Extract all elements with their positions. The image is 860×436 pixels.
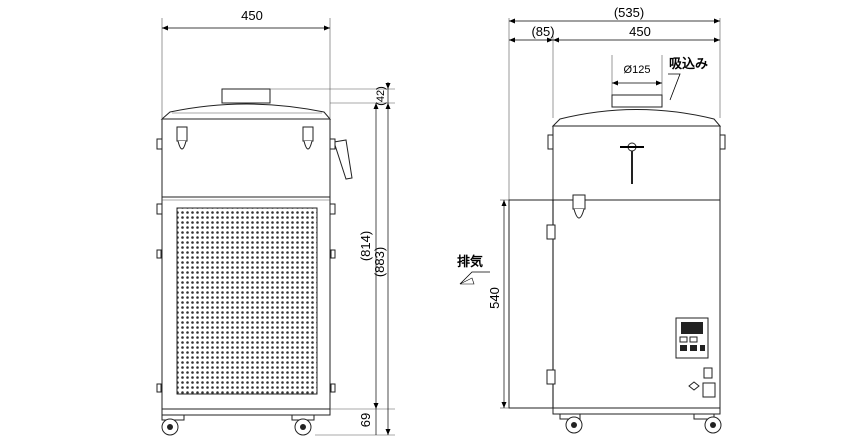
side-upper-body [552,125,721,201]
side-handle [620,142,644,184]
intake-annotation: 吸込み [668,56,708,101]
front-body-height-label: (814) [358,231,373,261]
side-inlet: Ø125 [611,55,663,108]
front-handle-lever [333,139,353,180]
front-width-dimension: 450 [161,8,331,118]
front-caster-left [161,414,185,436]
intake-label: 吸込み [669,56,708,72]
inlet-diameter-label: Ø125 [624,64,651,76]
side-lower-body [508,199,721,409]
side-caster-left [559,413,583,434]
side-view: (535) (85) 450 Ø125 吸込み [457,5,726,434]
front-latch-left [176,126,188,150]
front-upper-body [161,118,331,198]
door-hinge-top [546,224,556,240]
exhaust-label: 排気 [457,254,483,270]
front-width-label: 450 [241,8,263,23]
front-perforated-panel [176,207,318,395]
front-total-height-label: (883) [372,247,387,277]
front-caster-height-label: 69 [358,413,373,427]
front-caster-right [291,414,315,436]
side-lower-height-label: 540 [487,287,502,309]
side-latch [572,194,586,219]
side-lid [551,109,722,127]
front-outlet [221,88,271,104]
side-caster-right [693,413,722,434]
door-hinge-bottom [546,369,556,385]
front-latch-right [302,126,314,150]
side-lower-height-dimension: 540 [487,199,509,409]
control-panel [675,317,709,359]
power-inlet [702,382,716,398]
side-offset-label: (85) [531,24,554,39]
side-overall-width-label: (535) [614,5,644,20]
front-top-offset-label: (42) [375,86,387,106]
front-view: 450 [156,8,395,436]
front-height-dimensions: (42) (814) (883) 69 [270,82,395,436]
power-switch [703,367,713,379]
exhaust-annotation: 排気 [457,254,490,285]
caution-mark [688,381,700,391]
side-width-label: 450 [629,24,651,39]
front-lid [160,103,332,120]
side-width-dimensions: (535) (85) 450 [508,5,721,200]
